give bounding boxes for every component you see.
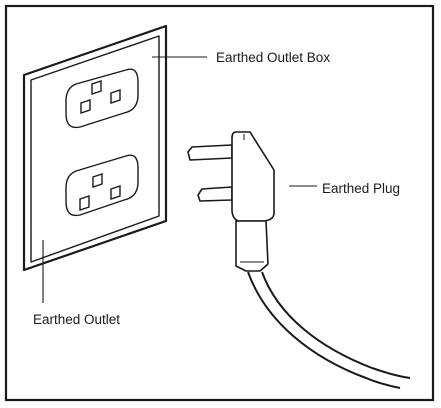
socket-upper-left-hole bbox=[80, 99, 91, 114]
socket-lower-face bbox=[65, 154, 139, 217]
label-earthed-plug: Earthed Plug bbox=[322, 181, 400, 196]
socket-lower-left-hole bbox=[79, 195, 90, 211]
socket-lower-earth-hole bbox=[92, 173, 103, 188]
outlet-box-plate bbox=[22, 24, 168, 272]
socket-lower-right-hole bbox=[110, 185, 121, 200]
socket-upper-right-hole bbox=[110, 89, 121, 104]
leader-lines bbox=[42, 56, 317, 303]
socket-upper-face bbox=[65, 68, 139, 129]
plug-cable-inner bbox=[261, 271, 411, 379]
earthed-plug bbox=[187, 131, 411, 389]
outlet-box-inner bbox=[30, 35, 160, 263]
socket-upper bbox=[65, 68, 139, 129]
plug-cable bbox=[247, 271, 401, 389]
label-earthed-outlet: Earthed Outlet bbox=[33, 312, 120, 327]
plug-lower-pin bbox=[197, 186, 233, 202]
label-earthed-outlet-box: Earthed Outlet Box bbox=[216, 50, 330, 65]
socket-upper-earth-hole bbox=[91, 80, 102, 95]
plug-upper-pin bbox=[187, 144, 233, 161]
plug-head bbox=[231, 131, 275, 222]
plug-neck bbox=[235, 220, 269, 272]
socket-lower bbox=[65, 154, 139, 217]
